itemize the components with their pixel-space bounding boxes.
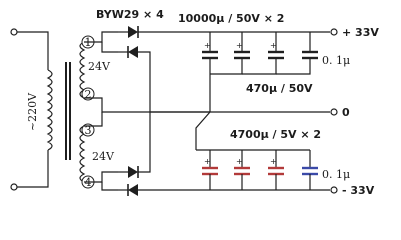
- top-mid-cap-label: 470μ / 50V: [246, 82, 313, 95]
- svg-text:+: +: [204, 157, 211, 166]
- pin-3-label: 3: [85, 124, 92, 137]
- wire-center-tap: [84, 97, 210, 113]
- wire-pin4-lower: [101, 182, 118, 191]
- svg-text:+: +: [270, 41, 277, 50]
- lower-winding-voltage: 24V: [92, 150, 115, 163]
- negative-rail: - 33V 0. 1μ + + +: [176, 149, 375, 197]
- primary-winding: [46, 69, 53, 151]
- wire-pin3: [84, 112, 103, 127]
- mains-input: ~220V: [10, 28, 49, 191]
- diode-d2-icon: [128, 46, 138, 58]
- wire-pin4-top: [84, 171, 118, 183]
- mains-terminal-top: [10, 28, 18, 36]
- ground-output-label: 0: [342, 106, 350, 119]
- negative-terminal[interactable]: [330, 186, 338, 194]
- positive-rail: + 33V 10000μ / 50V × 2 0. 1μ 470μ / 50V …: [176, 12, 379, 112]
- mains-voltage-label: ~220V: [26, 92, 39, 131]
- secondary-wiring: [84, 31, 210, 191]
- upper-diode-bridge: BYW29 × 4: [96, 8, 176, 112]
- svg-text:+: +: [236, 41, 243, 50]
- secondary-winding-upper: [79, 41, 86, 99]
- top-cap-spec-label: 10000μ / 50V × 2: [178, 12, 284, 25]
- ground-terminal[interactable]: [330, 108, 338, 116]
- positive-terminal[interactable]: [330, 28, 338, 36]
- ground-diagonal: [195, 111, 211, 150]
- negative-output-label: - 33V: [342, 184, 375, 197]
- circuit-diagram: ~220V 24V 24V 1 2 3 4 BYW29 × 4: [10, 8, 379, 197]
- schematic: ~220V 24V 24V 1 2 3 4 BYW29 × 4: [10, 8, 379, 197]
- lower-diode-bridge: [118, 112, 176, 196]
- wire-pin1-lower: [101, 42, 118, 53]
- diode-spec-label: BYW29 × 4: [96, 8, 164, 21]
- diode-d3-icon: [128, 166, 138, 178]
- bottom-small-cap-label: 0. 1μ: [322, 168, 350, 181]
- mains-terminal-bottom: [10, 183, 18, 191]
- wire-pin1-top: [84, 31, 118, 43]
- cap-c4: [276, 58, 311, 75]
- bottom-cap-spec-label: 4700μ / 5V × 2: [230, 128, 321, 141]
- cap-c2: [210, 58, 243, 75]
- upper-winding-voltage: 24V: [88, 60, 111, 73]
- positive-output-label: + 33V: [342, 26, 379, 39]
- pin-2-label: 2: [85, 88, 92, 101]
- top-small-cap-label: 0. 1μ: [322, 54, 350, 67]
- mains-wire-bottom: [17, 150, 49, 188]
- ground-rail: 0 4700μ / 5V × 2: [150, 106, 350, 150]
- svg-text:+: +: [204, 41, 211, 50]
- diode-d4-icon: [128, 184, 138, 196]
- mains-wire-top: [17, 31, 49, 70]
- transformer: 24V 24V: [46, 41, 115, 183]
- svg-text:+: +: [270, 157, 277, 166]
- diode-d1-icon: [128, 26, 138, 38]
- svg-text:+: +: [236, 157, 243, 166]
- cap-c3: [242, 58, 277, 75]
- secondary-winding-lower: [79, 125, 86, 183]
